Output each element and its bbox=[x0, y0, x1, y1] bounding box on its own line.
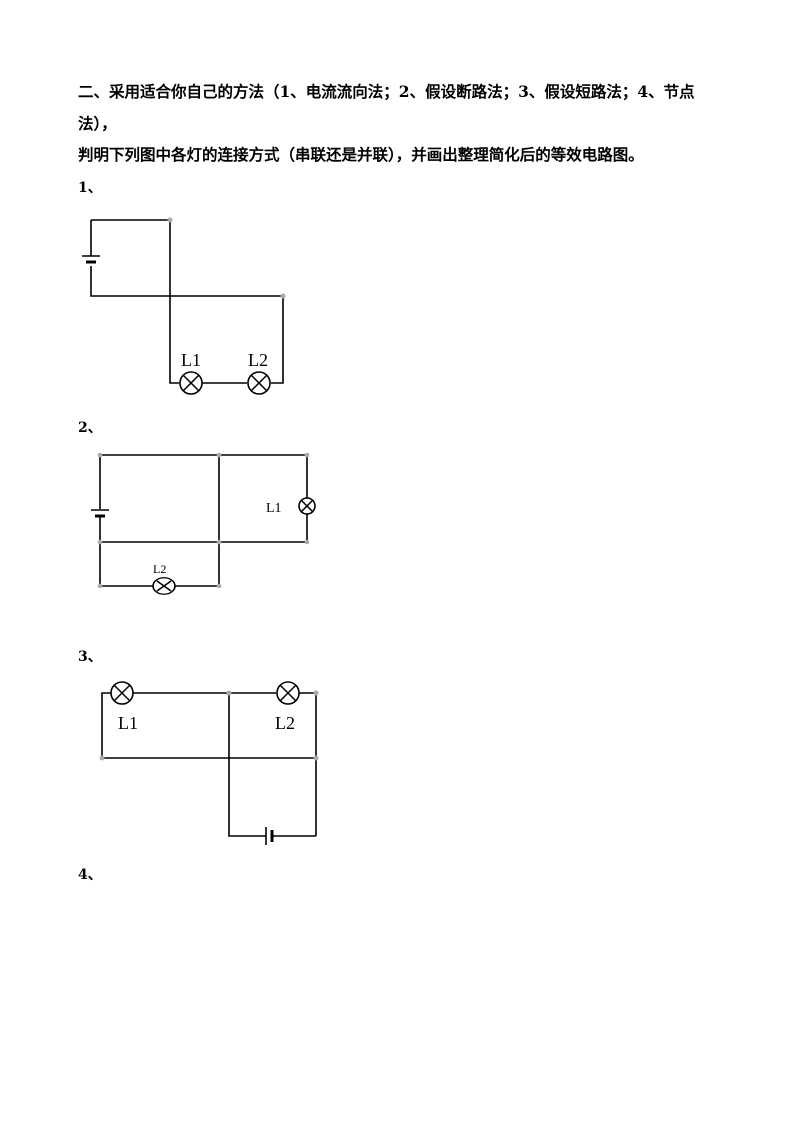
lamp-l1 bbox=[110, 681, 134, 705]
lamp-label-l1: L1 bbox=[181, 350, 201, 370]
item-number-1: 1、 bbox=[78, 180, 102, 196]
lamp-l2 bbox=[276, 681, 300, 705]
wires-3 bbox=[101, 692, 317, 845]
lamp-l2 bbox=[152, 577, 176, 595]
question-heading-line-2: 法）， bbox=[78, 114, 117, 133]
circuit-diagram-1: L1 L2 bbox=[82, 217, 286, 395]
question-heading-line-1: 二、采用适合你自己的方法（1、电流流向法；2、假设断路法；3、假设短路法；4、节… bbox=[78, 82, 695, 101]
lamp-label-l2: L2 bbox=[153, 562, 166, 576]
question-instruction: 判明下列图中各灯的连接方式（串联还是并联），并画出整理简化后的等效电路图。 bbox=[78, 145, 644, 164]
wires-2 bbox=[91, 454, 308, 587]
lamp-label-l2: L2 bbox=[275, 713, 295, 733]
lamp-l2 bbox=[247, 371, 271, 395]
lamp-label-l1: L1 bbox=[118, 713, 138, 733]
lamp-l1 bbox=[179, 371, 203, 395]
circuit-diagram-2: L1 L2 bbox=[91, 452, 316, 595]
circuit-diagram-3: L1 L2 bbox=[99, 681, 319, 845]
lamp-label-l1: L1 bbox=[266, 501, 282, 516]
lamp-l1 bbox=[298, 497, 316, 515]
item-number-3: 3、 bbox=[78, 649, 102, 665]
item-number-2: 2、 bbox=[78, 420, 102, 436]
item-number-4: 4、 bbox=[78, 867, 102, 883]
lamp-label-l2: L2 bbox=[248, 350, 268, 370]
